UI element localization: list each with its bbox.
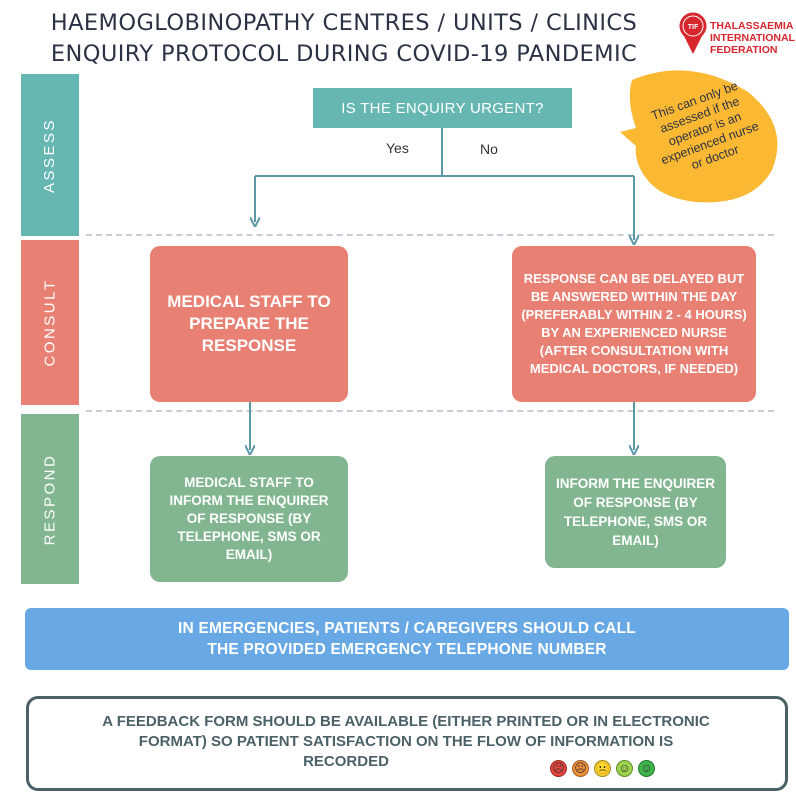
consult-urgent-text: MEDICAL STAFF TO PREPARE THE RESPONSE bbox=[167, 292, 331, 355]
happy-face-icon: ☺ bbox=[616, 760, 633, 777]
stage-assess: ASSESS bbox=[21, 74, 79, 236]
note-bubble bbox=[620, 70, 778, 203]
title-line-1: HAEMOGLOBINOPATHY CENTRES / UNITS / CLIN… bbox=[50, 10, 638, 36]
logo-line-1: THALASSAEMIA bbox=[710, 20, 794, 32]
title-line-2: ENQUIRY PROTOCOL DURING COVID-19 PANDEMI… bbox=[50, 41, 638, 67]
consult-urgent-box: MEDICAL STAFF TO PREPARE THE RESPONSE bbox=[150, 246, 348, 402]
logo-line-3: FEDERATION bbox=[710, 44, 778, 56]
feedback-line-3: RECORDED bbox=[303, 753, 389, 770]
neutral-face-icon: 😐 bbox=[594, 760, 611, 777]
question-text: IS THE ENQUIRY URGENT? bbox=[341, 99, 544, 117]
branch-yes-label: Yes bbox=[386, 140, 409, 156]
emergency-banner: IN EMERGENCIES, PATIENTS / CAREGIVERS SH… bbox=[25, 608, 789, 670]
unhappy-face-icon: ☹ bbox=[572, 760, 589, 777]
satisfaction-faces: ☹ ☹ 😐 ☺ ☺ bbox=[550, 760, 655, 777]
emergency-line-2: THE PROVIDED EMERGENCY TELEPHONE NUMBER bbox=[207, 641, 607, 658]
question-box: IS THE ENQUIRY URGENT? bbox=[313, 88, 572, 128]
very-happy-face-icon: ☺ bbox=[638, 760, 655, 777]
stage-consult: CONSULT bbox=[21, 240, 79, 405]
feedback-line-2: FORMAT) SO PATIENT SATISFACTION ON THE F… bbox=[138, 733, 674, 750]
respond-non-urgent-text: INFORM THE ENQUIRER OF RESPONSE (BY TELE… bbox=[555, 476, 715, 548]
consult-non-urgent-box: RESPONSE CAN BE DELAYED BUT BE ANSWERED … bbox=[512, 246, 756, 402]
consult-non-urgent-text: RESPONSE CAN BE DELAYED BUT BE ANSWERED … bbox=[521, 271, 747, 376]
emergency-line-1: IN EMERGENCIES, PATIENTS / CAREGIVERS SH… bbox=[178, 620, 636, 637]
respond-non-urgent-box: INFORM THE ENQUIRER OF RESPONSE (BY TELE… bbox=[545, 456, 726, 568]
flow-lines bbox=[250, 128, 634, 450]
tif-logo-icon: TIF bbox=[679, 12, 707, 54]
feedback-line-1: A FEEDBACK FORM SHOULD BE AVAILABLE (EIT… bbox=[102, 713, 710, 730]
stage-respond: RESPOND bbox=[21, 414, 79, 584]
logo-line-2: INTERNATIONAL bbox=[710, 32, 795, 44]
logo-text: THALASSAEMIA INTERNATIONAL FEDERATION bbox=[710, 20, 796, 56]
branch-no-label: No bbox=[480, 141, 498, 157]
feedback-text: A FEEDBACK FORM SHOULD BE AVAILABLE (EIT… bbox=[40, 712, 772, 772]
page-title: HAEMOGLOBINOPATHY CENTRES / UNITS / CLIN… bbox=[14, 8, 674, 70]
feedback-panel bbox=[26, 696, 788, 791]
logo-mark-text: TIF bbox=[688, 24, 699, 31]
separator-consult-respond bbox=[86, 410, 774, 412]
respond-urgent-box: MEDICAL STAFF TO INFORM THE ENQUIRER OF … bbox=[150, 456, 348, 582]
very-unhappy-face-icon: ☹ bbox=[550, 760, 567, 777]
respond-urgent-text: MEDICAL STAFF TO INFORM THE ENQUIRER OF … bbox=[169, 475, 329, 562]
separator-assess-consult bbox=[86, 234, 774, 236]
